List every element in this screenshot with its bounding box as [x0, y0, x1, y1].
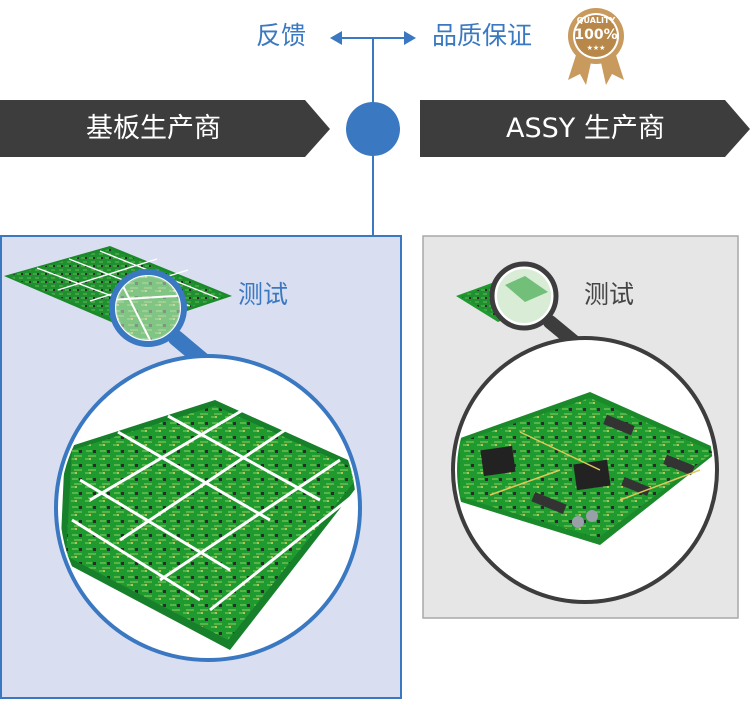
right-test-label: 测试	[584, 280, 635, 309]
badge-stars: ★★★	[586, 44, 606, 52]
arrowhead-left-icon	[330, 31, 342, 45]
pcb-panel-zoom-view	[54, 354, 362, 662]
pcb-assembly-zoom-view	[451, 336, 719, 604]
badge-line2: 100%	[574, 27, 618, 43]
feedback-label: 反馈	[256, 21, 307, 50]
connector	[330, 31, 416, 236]
quality-assurance-label: 品质保证	[432, 21, 533, 50]
left-test-label: 测试	[238, 280, 289, 309]
supplier-arrow-left	[0, 100, 330, 157]
supplier-arrow-right	[420, 100, 750, 157]
badge-line1: QUALITY	[576, 16, 616, 25]
arrowhead-right-icon	[404, 31, 416, 45]
magnifier-icon	[489, 261, 603, 367]
quality-badge-icon	[568, 8, 624, 85]
junction-node	[346, 102, 400, 156]
assembly-manufacturer-label: ASSY 生产商	[506, 113, 665, 144]
pcb-manufacturer-label: 基板生产商	[86, 113, 221, 144]
